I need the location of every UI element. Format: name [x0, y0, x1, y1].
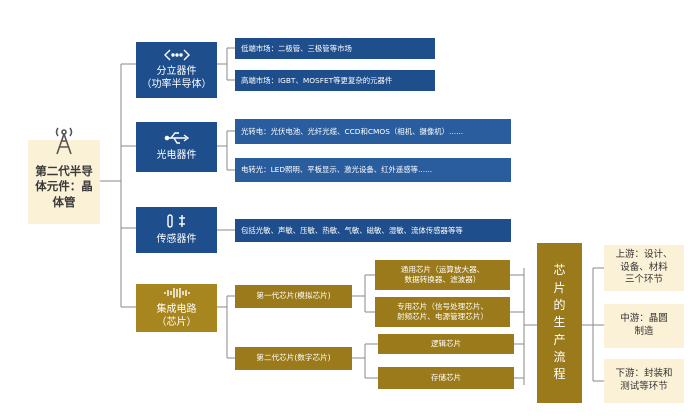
root-transistor-box: 第二代半导体元件：晶体管 — [28, 127, 100, 224]
tower-icon — [55, 127, 73, 155]
waveform-icon — [163, 287, 190, 298]
chip-general-line2: 数据转换器、滤波器） — [404, 275, 481, 284]
chip-logic: 逻辑芯片 — [378, 334, 514, 354]
circuit-icon — [163, 49, 190, 60]
stage-upstream-line2: 设备、材料 — [620, 261, 668, 273]
chip-special-purpose: 专用芯片（信号处理芯片、 射频芯片、电源管理芯片） — [375, 297, 510, 327]
sensor-plug-icon — [166, 214, 185, 228]
stage-downstream-line2: 测试等环节 — [620, 381, 668, 392]
detail-opto-photovoltaic: 光转电：光伏电池、光纤光缆、CCD和CMOS（相机、摄像机）...... — [235, 119, 511, 144]
category-optoelectronic-devices: 光电器件 — [136, 122, 217, 172]
usb-icon — [164, 132, 189, 144]
category-label: 集成电路 — [156, 303, 197, 315]
category-sublabel: （功率半导体） — [141, 79, 212, 90]
chip-memory: 存储芯片 — [378, 367, 514, 389]
ic-gen1-analog: 第一代芯片(模拟芯片) — [235, 285, 352, 308]
category-discrete-devices: 分立器件 （功率半导体） — [136, 42, 217, 98]
category-label: 光电器件 — [156, 150, 197, 162]
stage-midstream: 中游：晶圆 制造 — [604, 304, 684, 348]
category-label: 分立器件 — [156, 65, 197, 77]
stage-midstream-line1: 中游：晶圆 — [620, 313, 668, 325]
detail-opto-electroluminescent: 电转光：LED照明、平板显示、激光设备、红外遥感等...... — [235, 158, 511, 182]
chip-special-line1: 专用芯片（信号处理芯片、 — [396, 301, 489, 311]
category-label: 传感器件 — [156, 234, 197, 246]
stage-downstream-line1: 下游：封装和 — [615, 368, 673, 380]
detail-discrete-low: 低端市场：二极管、三极管等市场 — [235, 38, 435, 59]
chip-special-line2: 射频芯片、电源管理芯片） — [396, 312, 489, 321]
stage-upstream: 上游：设计、 设备、材料 三个环节 — [604, 245, 684, 291]
stage-upstream-line3: 三个环节 — [624, 274, 663, 286]
ic-gen2-digital: 第二代芯片(数字芯片) — [235, 347, 352, 370]
detail-discrete-high: 高端市场：IGBT、MOSFET等更复杂的元器件 — [235, 70, 435, 91]
stage-downstream: 下游：封装和 测试等环节 — [604, 359, 684, 403]
stage-upstream-line1: 上游：设计、 — [615, 248, 673, 260]
stage-midstream-line2: 制造 — [634, 326, 654, 337]
category-integrated-circuit: 集成电路 （芯片） — [136, 284, 217, 332]
chip-general-purpose: 通用芯片（运算放大器、 数据转换器、滤波器） — [375, 260, 510, 290]
detail-sensor-types: 包括光敏、声敏、压敏、热敏、气敏、磁敏、湿敏、流体传感器等等 — [235, 219, 511, 242]
category-sublabel: （芯片） — [156, 317, 197, 328]
chip-production-process: 芯片的生产流程 — [537, 243, 582, 403]
chip-general-line1: 通用芯片（运算放大器、 — [400, 264, 485, 274]
category-sensor-devices: 传感器件 — [136, 207, 217, 253]
root-label: 第二代半导体元件：晶体管 — [35, 163, 93, 209]
